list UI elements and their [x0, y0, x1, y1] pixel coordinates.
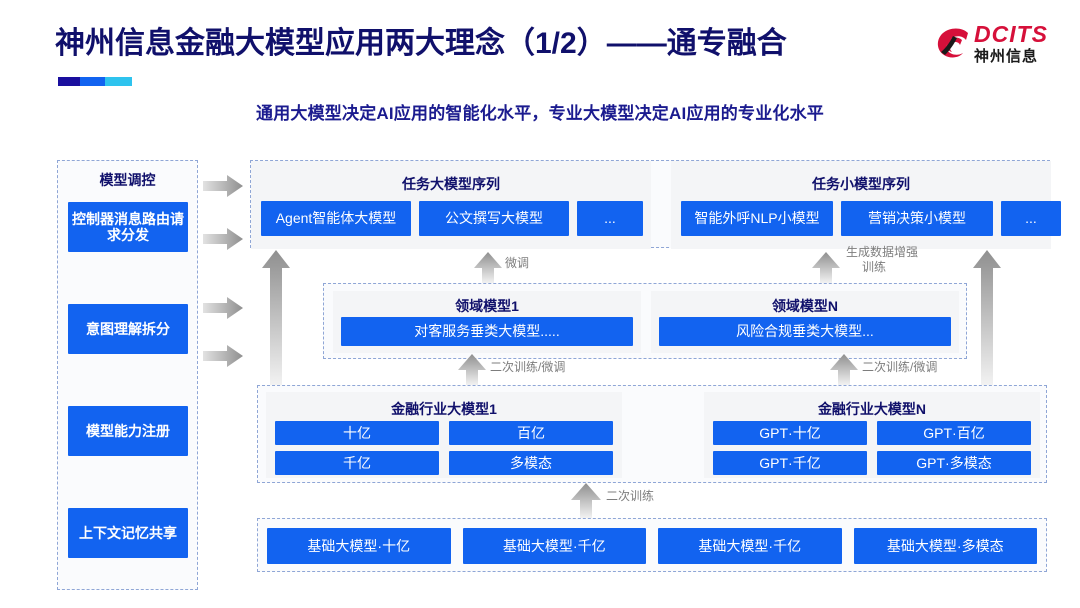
arrow-domain-to-task-left-icon — [474, 252, 502, 283]
industry-box-multimodal[interactable]: 多模态 — [449, 451, 613, 475]
arrow-base-to-industry-icon — [571, 483, 601, 518]
industry-box-gpt-ten-billion[interactable]: GPT·百亿 — [877, 421, 1031, 445]
domain-model-n-panel: 领域模型N 风险合规垂类大模型... — [651, 291, 959, 353]
sidebar-arrow-4-icon — [203, 345, 243, 367]
task-box-outbound-nlp[interactable]: 智能外呼NLP小模型 — [681, 201, 833, 236]
task-large-model-panel: 任务大模型序列 Agent智能体大模型 公文撰写大模型 ... — [251, 161, 651, 249]
industry-box-gpt-multimodal[interactable]: GPT·多模态 — [877, 451, 1031, 475]
industry-model-n-panel: 金融行业大模型N GPT·十亿 GPT·百亿 GPT·千亿 GPT·多模态 — [704, 392, 1040, 478]
industry-box-gpt-hundred-billion[interactable]: GPT·千亿 — [713, 451, 867, 475]
base-box-hundred-billion-2[interactable]: 基础大模型·千亿 — [658, 528, 842, 564]
base-box-hundred-billion[interactable]: 基础大模型·千亿 — [462, 528, 646, 564]
task-box-more-small[interactable]: ... — [1001, 201, 1061, 236]
task-box-document-writing[interactable]: 公文撰写大模型 — [419, 201, 569, 236]
domain-box-risk-compliance[interactable]: 风险合规垂类大模型... — [659, 317, 951, 346]
base-box-multimodal[interactable]: 基础大模型·多模态 — [853, 528, 1037, 564]
task-small-model-title: 任务小模型序列 — [812, 176, 910, 192]
accent-segment-2 — [80, 77, 105, 86]
task-large-model-row: Agent智能体大模型 公文撰写大模型 ... — [261, 201, 643, 236]
domain-box-customer-service[interactable]: 对客服务垂类大模型..... — [341, 317, 633, 346]
company-logo: DCITS 神州信息 — [932, 20, 1064, 76]
flow-label-gen-data-aug-2: 训练 — [862, 260, 887, 274]
page-subtitle: 通用大模型决定AI应用的智能化水平，专业大模型决定AI应用的专业化水平 — [256, 104, 824, 123]
industry-model-n-grid: GPT·十亿 GPT·百亿 GPT·千亿 GPT·多模态 — [713, 421, 1031, 475]
task-small-model-panel: 任务小模型序列 智能外呼NLP小模型 营销决策小模型 ... — [671, 161, 1061, 249]
domain-model-1-panel: 领域模型1 对客服务垂类大模型..... — [333, 291, 641, 353]
domain-model-n-title: 领域模型N — [771, 298, 839, 314]
industry-model-n-title: 金融行业大模型N — [817, 401, 927, 417]
arrow-domain-to-task-right-icon — [812, 252, 840, 283]
flow-label-finetune: 微调 — [505, 256, 530, 270]
sidebar-item-context-memory-share[interactable]: 上下文记忆共享 — [68, 508, 188, 558]
arrow-industry-to-task-left-icon — [262, 250, 290, 385]
page-title: 神州信息金融大模型应用两大理念（1/2）——通专融合 — [55, 27, 787, 60]
sidebar-item-intent-understanding[interactable]: 意图理解拆分 — [68, 304, 188, 354]
arrow-industry-to-task-right-icon — [973, 250, 1001, 385]
sidebar-model-control: 模型调控 控制器消息路由请求分发 意图理解拆分 模型能力注册 上下文记忆共享 — [57, 160, 198, 590]
accent-segment-1 — [58, 77, 80, 86]
sidebar-title: 模型调控 — [99, 172, 156, 188]
slide-header: 神州信息金融大模型应用两大理念（1/2）——通专融合 DCITS 神州信息 — [0, 0, 1080, 90]
title-accent-bar — [58, 77, 132, 86]
base-box-billion[interactable]: 基础大模型·十亿 — [267, 528, 451, 564]
flow-label-retrain: 二次训练 — [606, 489, 655, 503]
flow-label-retrain-finetune-left: 二次训练/微调 — [490, 360, 566, 374]
task-model-layer: 任务大模型序列 Agent智能体大模型 公文撰写大模型 ... 任务小模型序列 … — [250, 160, 1061, 249]
sidebar-arrow-1-icon — [203, 175, 243, 197]
industry-box-hundred-billion[interactable]: 千亿 — [275, 451, 439, 475]
base-model-row: 基础大模型·十亿 基础大模型·千亿 基础大模型·千亿 基础大模型·多模态 — [267, 528, 1037, 564]
accent-segment-3 — [105, 77, 132, 86]
task-small-model-row: 智能外呼NLP小模型 营销决策小模型 ... — [681, 201, 1061, 236]
industry-box-ten-billion[interactable]: 百亿 — [449, 421, 613, 445]
domain-model-1-title: 领域模型1 — [455, 298, 519, 314]
industry-model-1-panel: 金融行业大模型1 十亿 百亿 千亿 多模态 — [266, 392, 622, 478]
task-box-agent[interactable]: Agent智能体大模型 — [261, 201, 411, 236]
logo-text-cn: 神州信息 — [974, 48, 1039, 65]
logo-text: DCITS 神州信息 — [974, 22, 1048, 67]
base-model-layer: 基础大模型·十亿 基础大模型·千亿 基础大模型·千亿 基础大模型·多模态 — [257, 518, 1047, 572]
sidebar-item-capability-registry[interactable]: 模型能力注册 — [68, 406, 188, 456]
sidebar-arrow-3-icon — [203, 297, 243, 319]
task-box-more[interactable]: ... — [577, 201, 643, 236]
dcits-swirl-icon — [937, 28, 968, 58]
task-large-model-title: 任务大模型序列 — [402, 176, 500, 192]
flow-label-retrain-finetune-right: 二次训练/微调 — [862, 360, 938, 374]
domain-model-layer: 领域模型1 对客服务垂类大模型..... 领域模型N 风险合规垂类大模型... — [323, 283, 967, 359]
sidebar-arrow-2-icon — [203, 228, 243, 250]
industry-model-1-grid: 十亿 百亿 千亿 多模态 — [275, 421, 613, 475]
industry-box-billion[interactable]: 十亿 — [275, 421, 439, 445]
industry-box-gpt-billion[interactable]: GPT·十亿 — [713, 421, 867, 445]
industry-model-layer: 金融行业大模型1 十亿 百亿 千亿 多模态 金融行业大模型N GPT·十亿 GP… — [257, 385, 1047, 483]
sidebar-item-controller-routing[interactable]: 控制器消息路由请求分发 — [68, 202, 188, 252]
flow-label-gen-data-aug: 生成数据增强 — [846, 245, 919, 259]
logo-text-en: DCITS — [974, 21, 1048, 47]
task-box-marketing-decision[interactable]: 营销决策小模型 — [841, 201, 993, 236]
industry-model-1-title: 金融行业大模型1 — [391, 401, 497, 417]
